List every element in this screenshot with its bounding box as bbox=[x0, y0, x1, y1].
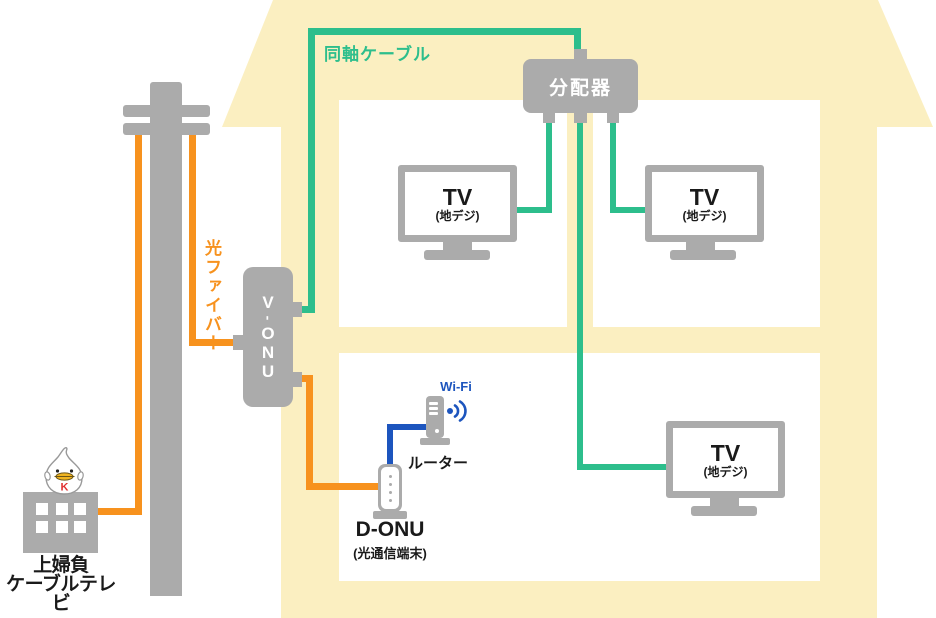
tv-1-sublabel: (地デジ) bbox=[435, 208, 480, 223]
tv-1-label: TV bbox=[442, 183, 473, 210]
tv-2: TV (地デジ) bbox=[645, 165, 764, 242]
wifi-dot bbox=[447, 408, 453, 414]
tv-2-stand-neck bbox=[686, 241, 715, 251]
vonu-letter: U bbox=[261, 362, 275, 381]
coax-cable-vonu-stub bbox=[296, 306, 314, 313]
donu-led bbox=[388, 490, 392, 494]
coax-cable-label: 同軸ケーブル bbox=[324, 45, 431, 64]
router-stand bbox=[420, 438, 450, 445]
tv-3-sublabel: (地デジ) bbox=[703, 464, 748, 479]
provider-name: 上婦負 ケーブルテレビ bbox=[0, 556, 124, 613]
donu-stand bbox=[373, 511, 407, 519]
utility-pole bbox=[150, 82, 182, 596]
fiber-building-horizontal bbox=[94, 508, 142, 515]
coax-branch-right-vertical bbox=[610, 118, 616, 213]
vonu-letter: - bbox=[259, 315, 276, 321]
wifi-arc-inner bbox=[453, 404, 460, 418]
provider-name-line1: 上婦負 bbox=[33, 555, 89, 576]
donu-sublabel: (光通信端末) bbox=[353, 546, 427, 561]
mascot-bird-icon: K bbox=[44, 447, 84, 495]
tv-2-label: TV bbox=[689, 183, 720, 210]
donu-led bbox=[388, 474, 392, 478]
mascot-letter: K bbox=[61, 482, 69, 494]
lan-cable-vertical bbox=[387, 424, 393, 468]
wifi-signal-icon bbox=[447, 400, 467, 422]
donu-label: D-ONU bbox=[355, 518, 425, 541]
building-window bbox=[56, 521, 68, 533]
wifi-arc-outer bbox=[458, 400, 467, 422]
mascot-wing-left bbox=[44, 471, 51, 481]
splitter-port-bottom-left bbox=[543, 111, 555, 123]
provider-name-line2: ケーブルテレビ bbox=[6, 574, 116, 614]
wifi-label: Wi-Fi bbox=[440, 379, 472, 394]
tv-3-stand-neck bbox=[710, 497, 739, 507]
splitter-port-bottom-middle bbox=[574, 111, 587, 123]
vonu-port-left bbox=[233, 335, 245, 350]
coax-cable-riser bbox=[308, 28, 315, 313]
coax-branch-middle-horizontal bbox=[577, 464, 672, 470]
fiber-vonu-out-stub bbox=[296, 375, 313, 382]
fiber-to-donu-horizontal bbox=[306, 483, 386, 490]
fiber-pole-right-vertical bbox=[189, 129, 196, 346]
building-window bbox=[36, 503, 48, 515]
donu-front-panel bbox=[381, 467, 399, 509]
fiber-vonu-down-vertical bbox=[306, 375, 313, 490]
coax-branch-left-horizontal bbox=[515, 207, 552, 213]
tv-3-stand-base bbox=[691, 506, 757, 516]
vonu-device: V - O N U bbox=[243, 267, 293, 407]
vonu-letter: N bbox=[261, 343, 275, 362]
mascot-eye-right bbox=[69, 469, 74, 473]
router-vent-line bbox=[429, 402, 438, 405]
building-window bbox=[36, 521, 48, 533]
tv-2-stand-base bbox=[670, 250, 736, 260]
router-device bbox=[426, 396, 444, 438]
splitter-port-top bbox=[574, 49, 587, 61]
tv-1-stand-neck bbox=[443, 241, 472, 251]
coax-cable-attic-run bbox=[308, 28, 578, 35]
pole-crossarm-bottom bbox=[123, 123, 210, 135]
cable-tv-headend-building bbox=[23, 492, 98, 553]
mascot-wing-right bbox=[77, 471, 84, 481]
coax-branch-middle-vertical bbox=[577, 118, 583, 470]
coax-branch-left-vertical bbox=[546, 118, 552, 213]
splitter-port-bottom-right bbox=[607, 111, 619, 123]
fiber-to-vonu-horizontal bbox=[192, 339, 243, 346]
tv-2-sublabel: (地デジ) bbox=[682, 208, 727, 223]
donu-led bbox=[388, 482, 392, 486]
coax-cable-splitter-drop bbox=[574, 28, 581, 56]
pole-crossarm-top bbox=[123, 105, 210, 117]
tv-3: TV (地デジ) bbox=[666, 421, 785, 498]
tv-3-label: TV bbox=[710, 439, 741, 466]
router-label: ルーター bbox=[407, 455, 468, 472]
fiber-pole-left-vertical bbox=[135, 129, 142, 515]
coax-branch-right-horizontal bbox=[610, 207, 651, 213]
vonu-letter: V bbox=[262, 293, 274, 312]
tv-1: TV (地デジ) bbox=[398, 165, 517, 242]
lan-cable-horizontal bbox=[387, 424, 429, 430]
building-window bbox=[56, 503, 68, 515]
router-vent-line bbox=[429, 412, 438, 415]
building-window bbox=[74, 521, 86, 533]
router-led bbox=[435, 429, 439, 433]
splitter-device: 分配器 bbox=[523, 59, 638, 113]
vonu-port-right-bottom bbox=[290, 372, 302, 387]
vonu-letter: O bbox=[261, 324, 275, 343]
tv-1-stand-base bbox=[424, 250, 490, 260]
mascot-eye-left bbox=[55, 469, 60, 473]
building-window bbox=[74, 503, 86, 515]
router-vent-line bbox=[429, 407, 438, 410]
vonu-port-right-top bbox=[290, 302, 302, 317]
donu-led bbox=[388, 498, 392, 502]
splitter-label: 分配器 bbox=[548, 77, 612, 99]
fiber-cable-label: 光ファイバー bbox=[202, 239, 221, 353]
